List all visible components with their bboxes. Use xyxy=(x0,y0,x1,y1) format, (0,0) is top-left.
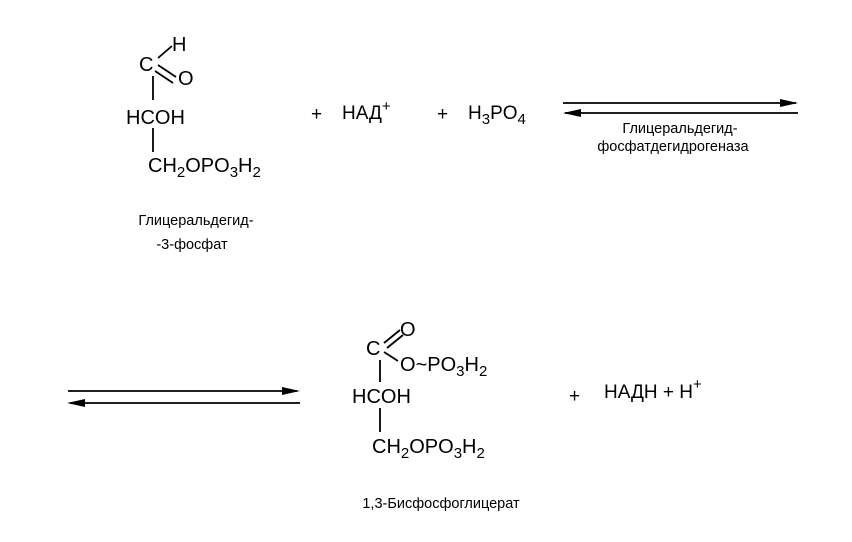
reverse-arrowhead-bottom xyxy=(67,399,85,407)
forward-arrowhead-bottom xyxy=(282,387,300,395)
bond-c-o-2 xyxy=(154,70,174,84)
product-middle-row-hcoh: HCOH xyxy=(352,386,411,408)
carbonyl-o: O xyxy=(400,319,416,341)
aldehyde-o: O xyxy=(178,68,194,90)
plus-sign-1: + xyxy=(311,104,322,125)
phosphate-group: CH2OPO3H2 xyxy=(148,155,261,181)
reverse-arrowhead-top xyxy=(563,109,581,117)
plus-sign-3: + xyxy=(569,386,580,407)
bond-c-o-double-1 xyxy=(383,329,401,344)
equilibrium-arrows-bottom xyxy=(67,387,300,407)
reactant-name-line2: -3-фосфат xyxy=(156,237,228,253)
bond-c-o-single xyxy=(383,351,399,362)
carbonyl-c: C xyxy=(366,338,380,360)
product-name: 1,3-Бисфосфоглицерат xyxy=(362,496,520,512)
nad-cofactor: НАД+ xyxy=(342,98,391,124)
bond-c-o-1 xyxy=(157,64,177,78)
reactant-structure: H C O HCOH CH2OPO3H2 Глицеральдегид- -3-… xyxy=(126,34,261,253)
equilibrium-arrows-top xyxy=(563,99,798,117)
enzyme-name-line2: фосфатдегидрогеназа xyxy=(597,139,749,155)
plus-sign-2: + xyxy=(437,104,448,125)
aldehyde-c: C xyxy=(139,54,153,76)
bond-c-o-double-2 xyxy=(386,334,404,349)
product-phosphate-group: CH2OPO3H2 xyxy=(372,436,485,462)
enzyme-name-line1: Глицеральдегид- xyxy=(622,121,737,137)
aldehyde-h: H xyxy=(172,34,186,56)
anhydride-phosphate: O~PO3H2 xyxy=(400,354,487,380)
product-structure: C O O~PO3H2 HCOH CH2OPO3H2 1,3-Бисфосфог… xyxy=(352,319,520,512)
forward-arrowhead-top xyxy=(780,99,798,107)
bond-c-h xyxy=(157,45,173,59)
middle-row-hcoh: HCOH xyxy=(126,107,185,129)
phosphoric-acid: H3PO4 xyxy=(468,103,526,128)
nadh-products: НАДН + Н+ xyxy=(604,376,702,403)
reactant-name-line1: Глицеральдегид- xyxy=(138,213,253,229)
